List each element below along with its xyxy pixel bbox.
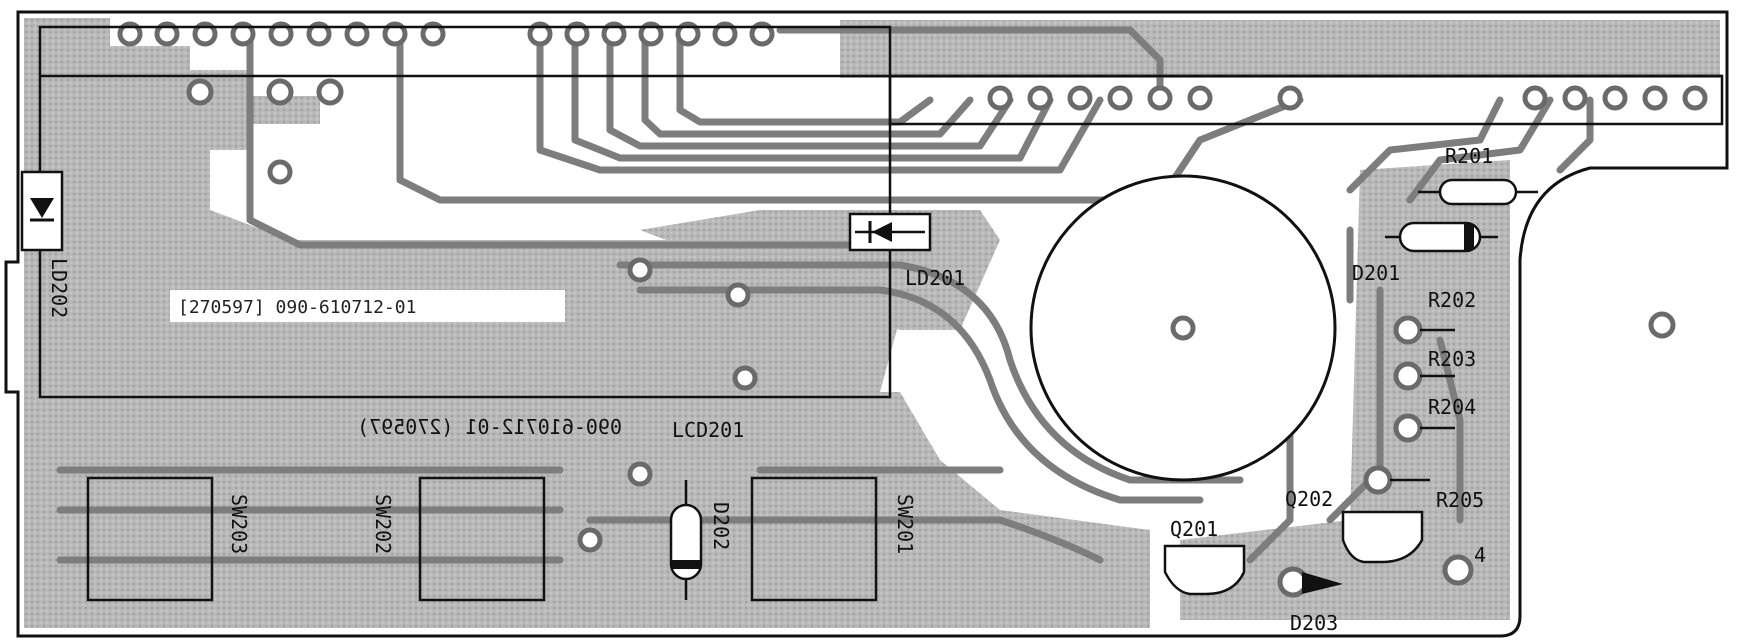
label-r203: R203: [1428, 347, 1476, 371]
label-pin4: 4: [1474, 543, 1486, 567]
d201-diode: [1385, 221, 1498, 253]
misc-pads: [186, 78, 1676, 553]
label-code-top: [270597] 090-610712-01: [178, 297, 416, 318]
label-r204: R204: [1428, 395, 1476, 419]
d202-diode: [669, 480, 703, 600]
label-d203: D203: [1290, 611, 1338, 635]
r202-r205-leads: [1390, 328, 1455, 482]
label-lcd201: LCD201: [672, 418, 744, 442]
connector-pads-top: [117, 21, 775, 47]
label-d201: D201: [1352, 261, 1400, 285]
label-sw202: SW202: [371, 494, 395, 554]
label-q202: Q202: [1285, 487, 1333, 511]
q201-transistor: [1163, 544, 1246, 596]
label-ld202: LD202: [47, 258, 71, 318]
pin4-pad: [1442, 554, 1474, 586]
connector-pads-row2: [987, 85, 1708, 111]
label-sw203: SW203: [227, 494, 251, 554]
label-r205: R205: [1436, 488, 1484, 512]
d203-diode: [1277, 566, 1343, 598]
label-d202: D202: [709, 502, 733, 550]
label-r201: R201: [1445, 144, 1493, 168]
ld201-diode: [848, 212, 932, 252]
label-q201: Q201: [1170, 517, 1218, 541]
sw202-switch: [418, 476, 546, 602]
speaker-center-pad: [1170, 315, 1196, 341]
code-label-box: [170, 290, 565, 322]
label-r202: R202: [1428, 288, 1476, 312]
r201-resistor: [1418, 178, 1538, 206]
label-code-mirror: 090-610712-01 (270597): [357, 415, 622, 439]
sw203-switch: [86, 476, 214, 602]
sw201-switch: [750, 476, 878, 602]
connector-outline: [888, 74, 1724, 126]
ld202-diode: [20, 170, 64, 252]
label-ld201: LD201: [905, 266, 965, 290]
label-sw201: SW201: [893, 494, 917, 554]
q202-transistor: [1341, 510, 1424, 564]
